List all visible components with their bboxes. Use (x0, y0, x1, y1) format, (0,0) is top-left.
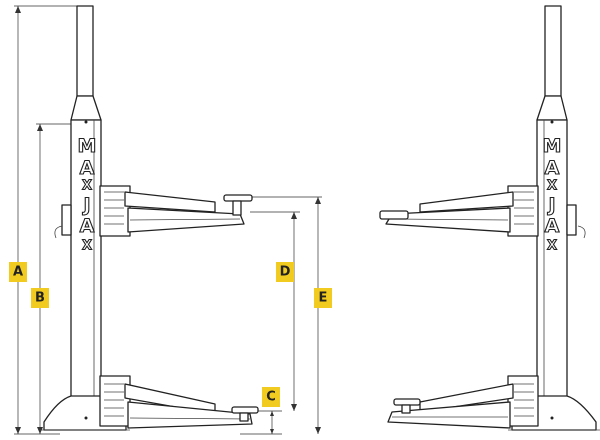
logo-letter-x2: X (82, 239, 92, 254)
logo-letter-a2: A (545, 215, 560, 237)
logo-letter-x: X (547, 179, 557, 194)
left-post-logo: M A X J A X (77, 134, 97, 254)
svg-text:D: D (280, 265, 291, 280)
logo-letter-j: J (81, 194, 90, 216)
left-lower-arm (99, 375, 259, 429)
logo-letter-x2: X (547, 239, 557, 254)
logo-letter-x: X (82, 179, 92, 194)
dimension-label-e: E (314, 288, 332, 308)
dimension-label-d: D (276, 262, 294, 282)
right-post-logo: M A X J A X (542, 134, 562, 254)
logo-letter-j: J (546, 194, 555, 216)
logo-letter-m: M (78, 135, 97, 157)
logo-letter-a: A (80, 157, 95, 179)
right-lower-arm (387, 375, 539, 429)
dimension-lines (14, 5, 322, 435)
dimension-label-c: C (262, 387, 280, 407)
svg-text:C: C (266, 390, 276, 405)
dimension-label-b: B (31, 288, 49, 308)
dimension-label-a: A (9, 262, 27, 282)
left-upper-arm (99, 185, 253, 237)
svg-text:A: A (13, 265, 23, 280)
logo-letter-a: A (545, 157, 560, 179)
logo-letter-a2: A (80, 215, 95, 237)
right-upper-arm (379, 185, 539, 237)
svg-text:E: E (319, 291, 328, 306)
logo-letter-m: M (543, 135, 562, 157)
svg-text:B: B (35, 291, 45, 306)
